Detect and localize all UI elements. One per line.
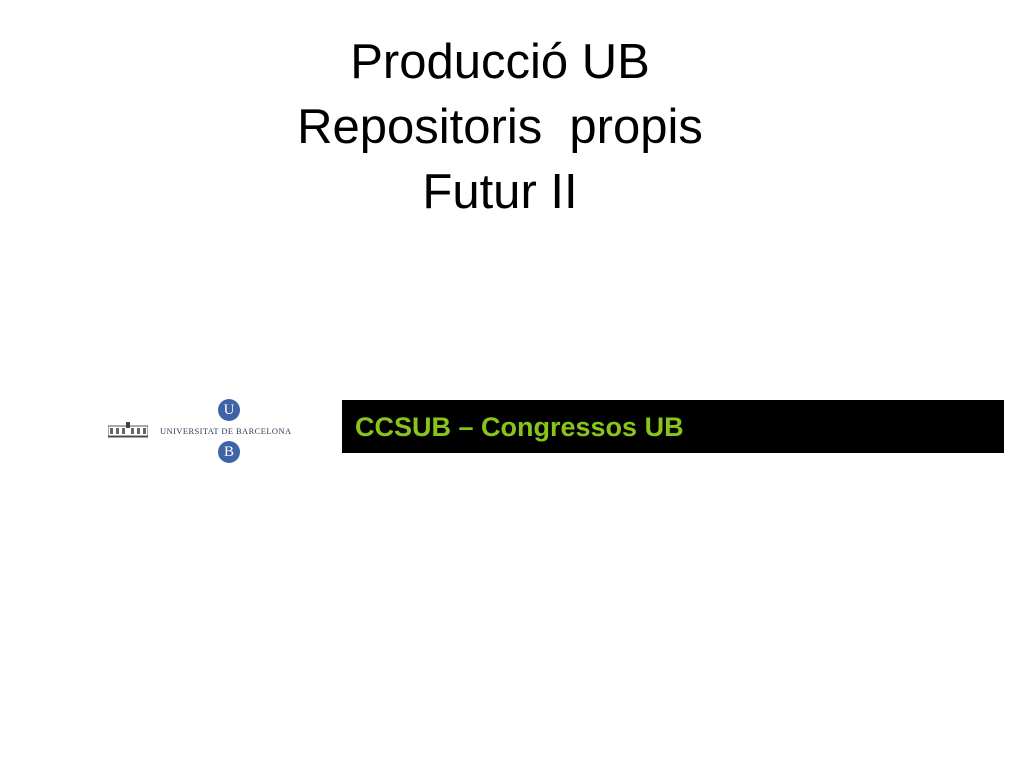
building-icon — [108, 422, 148, 438]
logo-seal-u: U — [218, 399, 240, 421]
logo-text: UNIVERSITAT DE BARCELONA — [160, 426, 292, 436]
title-line-3: Futur II — [422, 165, 578, 219]
title-line-1: Producció UB — [350, 35, 650, 89]
section-banner: CCSUB – Congressos UB — [342, 400, 1004, 453]
banner-label: CCSUB – Congressos UB — [355, 412, 684, 442]
title-line-2: Repositoris propis — [297, 100, 703, 154]
university-logo: UNIVERSITAT DE BARCELONA U B — [108, 398, 308, 464]
slide-title: Producció UB Repositoris propis Futur II — [0, 30, 1000, 225]
logo-seal-b: B — [218, 441, 240, 463]
